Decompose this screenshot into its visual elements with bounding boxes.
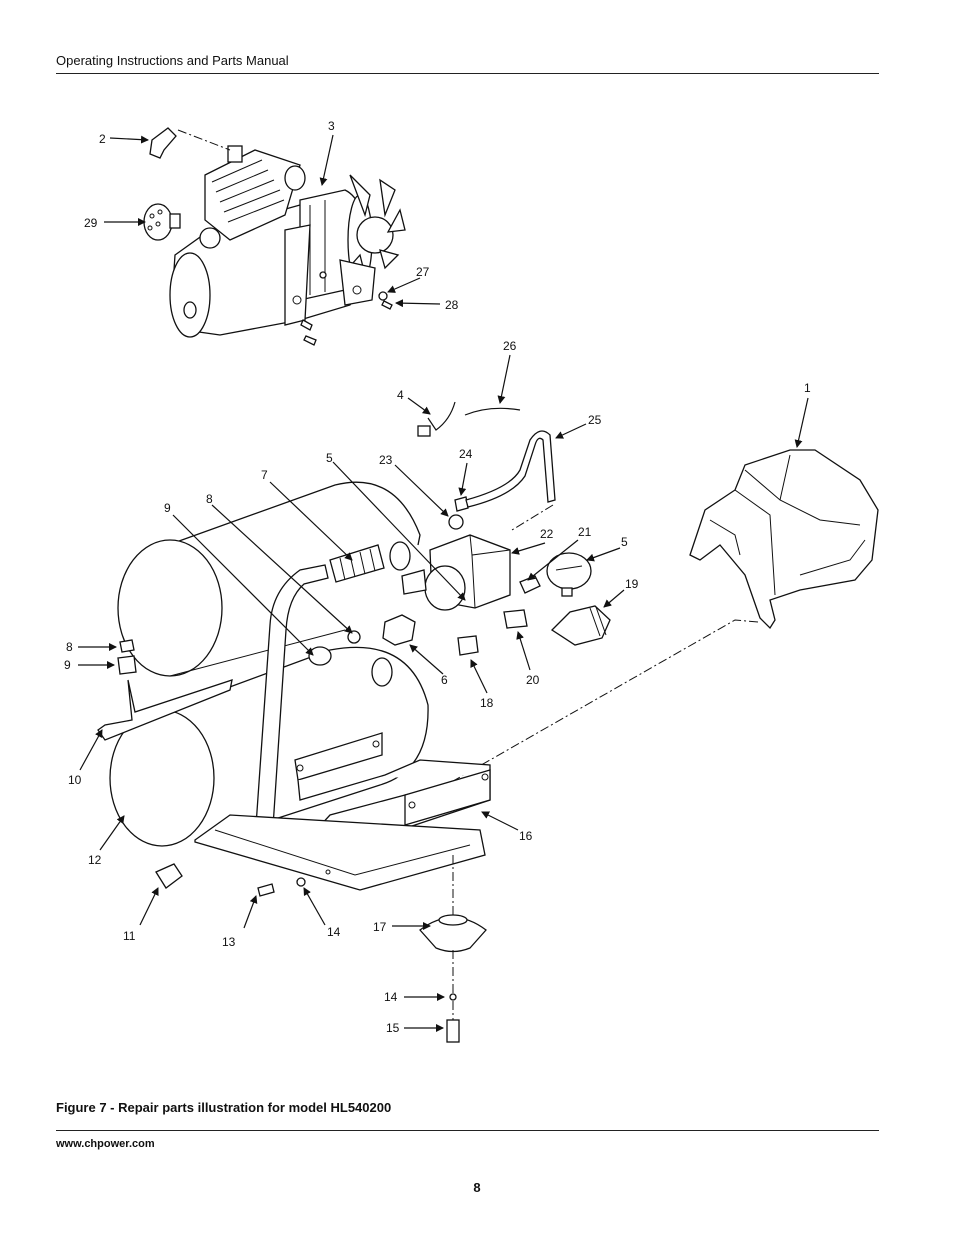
callout-2: 2 — [99, 132, 106, 146]
callout-8-left: 8 — [66, 640, 73, 654]
callout-13: 13 — [222, 935, 236, 949]
callout-20: 20 — [526, 673, 540, 687]
callout-16: 16 — [519, 829, 533, 843]
callout-10: 10 — [68, 773, 82, 787]
callout-5-gauge: 5 — [621, 535, 628, 549]
callout-11: 11 — [123, 929, 136, 943]
callout-7: 7 — [261, 468, 268, 482]
callout-12: 12 — [88, 853, 102, 867]
callout-28: 28 — [445, 298, 459, 312]
callout-4: 4 — [397, 388, 404, 402]
callout-1: 1 — [804, 381, 811, 395]
callout-19: 19 — [625, 577, 639, 591]
figure-caption: Figure 7 - Repair parts illustration for… — [56, 1100, 392, 1115]
callout-25: 25 — [588, 413, 602, 427]
pump-screws — [300, 271, 393, 346]
callout-21: 21 — [578, 525, 592, 539]
callout-29: 29 — [84, 216, 98, 230]
callout-14-base: 14 — [327, 925, 341, 939]
header-rule — [56, 73, 879, 74]
page-number: 8 — [473, 1180, 481, 1195]
callout-24: 24 — [459, 447, 473, 461]
part-1-shroud — [689, 449, 879, 630]
footer-rule — [56, 1130, 879, 1131]
air-tanks-and-frame — [97, 401, 611, 891]
callout-22: 22 — [540, 527, 554, 541]
page-header-title: Operating Instructions and Parts Manual — [56, 53, 289, 68]
callout-6: 6 — [441, 673, 448, 687]
callout-8-upper: 8 — [206, 492, 213, 506]
callout-9-left: 9 — [64, 658, 71, 672]
footer-website: www.chpower.com — [56, 1138, 155, 1150]
callout-labels: 1 2 3 4 5 5 6 7 8 8 9 9 10 11 12 13 14 1… — [64, 119, 811, 1035]
callout-3: 3 — [328, 119, 335, 133]
part-2-elbow — [149, 127, 231, 159]
shroud-leader-line — [419, 619, 759, 801]
callout-23: 23 — [379, 453, 393, 467]
callout-15: 15 — [386, 1021, 400, 1035]
loose-hardware — [117, 639, 487, 1043]
callout-27: 27 — [416, 265, 430, 279]
callout-5-upper: 5 — [326, 451, 333, 465]
callout-18: 18 — [480, 696, 494, 710]
callout-14-foot: 14 — [384, 990, 398, 1004]
part-29-air-filter — [143, 203, 181, 241]
callout-17: 17 — [373, 920, 387, 934]
callout-leaders — [78, 134, 809, 1032]
callout-9-upper: 9 — [164, 501, 171, 515]
callout-26: 26 — [503, 339, 517, 353]
pump-motor-assembly — [169, 145, 406, 338]
